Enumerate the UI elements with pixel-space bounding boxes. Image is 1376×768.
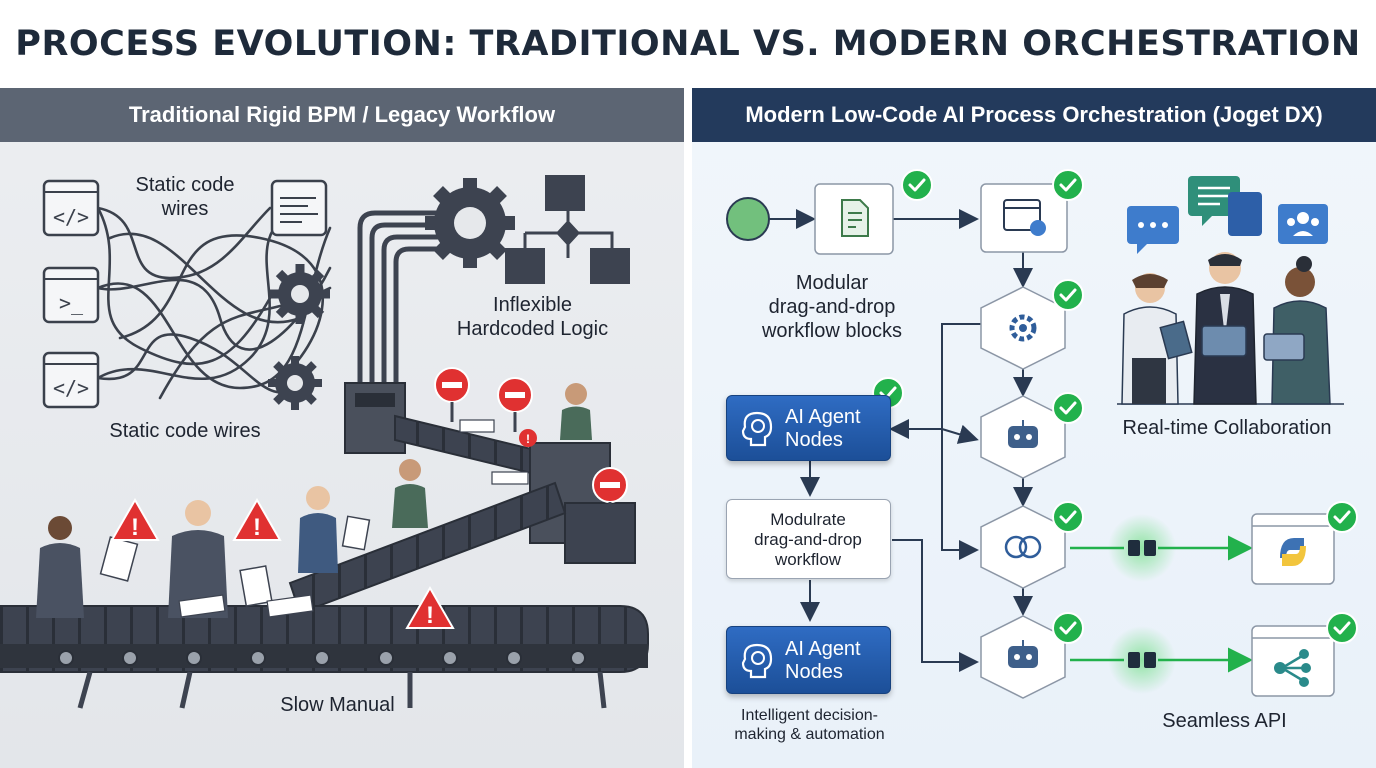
code-listing-icon — [270, 179, 328, 237]
plug-icon — [1070, 626, 1253, 694]
ai-agent-nodes-block[interactable]: AI Agent Nodes — [726, 395, 891, 461]
share-icon — [1251, 625, 1335, 697]
page-title: PROCESS EVOLUTION: TRADITIONAL VS. MODER… — [15, 24, 1361, 64]
modulrate-workflow-label: Modulrate drag-and-drop workflow — [754, 510, 862, 569]
brain-icon — [980, 505, 1066, 589]
gear-icon — [270, 264, 330, 324]
paper-stacks — [178, 419, 529, 618]
svg-text:!: ! — [426, 602, 434, 629]
robot-icon — [980, 395, 1066, 479]
ai-agent-nodes-label: AI Agent Nodes — [785, 406, 861, 451]
alert-dot-icon: ! — [519, 429, 537, 447]
svg-text:!: ! — [253, 514, 261, 541]
chat-bubble-icon — [1188, 176, 1240, 226]
warning-icon: ! — [110, 497, 160, 541]
warning-icon: ! — [405, 585, 455, 629]
brain-head-icon — [741, 411, 773, 447]
traditional-header: Traditional Rigid BPM / Legacy Workflow — [0, 88, 684, 142]
robot-icon — [980, 615, 1066, 699]
conveyor-belt-icon — [0, 605, 649, 709]
svg-text:</>: </> — [53, 205, 89, 229]
svg-text:!: ! — [131, 514, 139, 541]
python-icon — [1251, 513, 1335, 585]
flowchart-cubes — [505, 175, 630, 284]
gear-hex-icon — [980, 286, 1066, 370]
traditional-panel: Traditional Rigid BPM / Legacy Workflow … — [0, 88, 684, 768]
chat-bubble-icon — [1127, 206, 1179, 254]
svg-text:>_: >_ — [59, 291, 84, 315]
plug-icon — [1070, 514, 1253, 582]
svg-text:</>: </> — [53, 376, 89, 400]
modern-header: Modern Low-Code AI Process Orchestration… — [692, 88, 1376, 142]
modular-blocks-label: Modular drag-and-drop workflow blocks — [761, 272, 903, 342]
chat-bubble-icon — [1228, 192, 1262, 236]
code-window-icon: </> — [42, 179, 100, 237]
svg-text:!: ! — [526, 432, 530, 446]
start-node-icon — [726, 197, 770, 241]
stop-sign-icon — [434, 367, 470, 422]
ai-agent-nodes-label-2: AI Agent Nodes — [785, 638, 861, 683]
brain-head-icon — [741, 643, 773, 679]
seamless-api-label: Seamless API — [1162, 710, 1287, 732]
gear-icon — [268, 356, 322, 410]
ai-agent-nodes-block-2[interactable]: AI Agent Nodes — [726, 626, 891, 694]
real-time-collaboration-label: Real-time Collaboration — [1122, 417, 1332, 439]
checkmark-icon — [872, 169, 1358, 644]
traditional-illustration: </> >_ </> — [0, 175, 649, 709]
tangled-wires — [96, 206, 332, 400]
code-window-icon: </> — [42, 351, 100, 409]
collaborating-team — [1117, 252, 1344, 405]
pipes — [357, 210, 440, 398]
terminal-window-icon: >_ — [42, 266, 100, 324]
static-code-wires-bottom-label: Static code wires — [109, 420, 261, 442]
team-icon — [1278, 204, 1328, 244]
modern-panel: Modern Low-Code AI Process Orchestration… — [692, 88, 1376, 768]
form-check-icon — [980, 183, 1068, 253]
panel-divider — [684, 88, 692, 768]
document-icon — [814, 183, 894, 255]
intelligent-decision-label: Intelligent decision- making & automatio… — [734, 707, 885, 743]
modulrate-workflow-block[interactable]: Modulrate drag-and-drop workflow — [726, 499, 891, 579]
inflexible-logic-label: Inflexible Hardcoded Logic — [456, 294, 609, 340]
machine-box — [564, 502, 636, 564]
modern-illustration — [726, 169, 1358, 699]
stop-sign-icon — [497, 377, 533, 432]
large-gear-icon — [425, 178, 515, 268]
slow-manual-label: Slow Manual — [280, 694, 395, 716]
stop-sign-icon — [592, 467, 628, 518]
warning-icon: ! — [232, 497, 282, 541]
static-code-wires-top-label: Static code wires — [135, 174, 235, 220]
